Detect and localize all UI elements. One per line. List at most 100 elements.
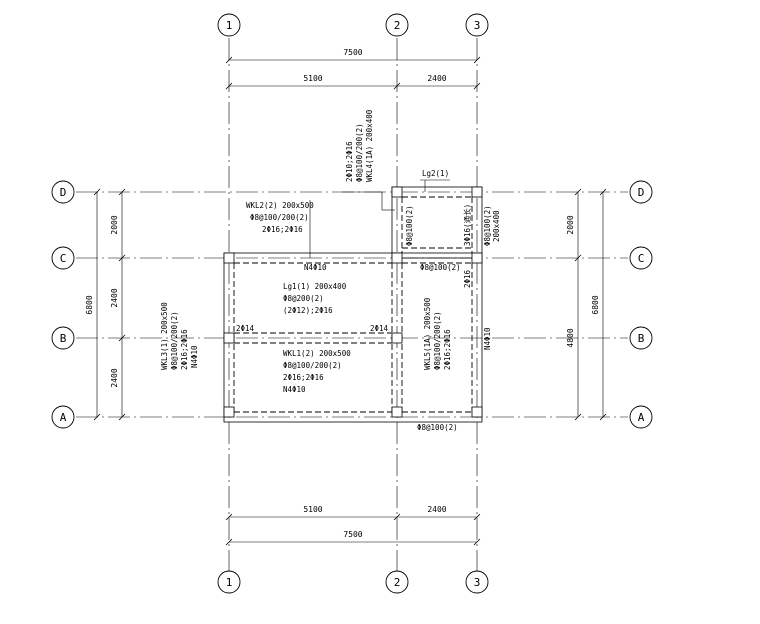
wkl1-line3: 2Φ16;2Φ16 (283, 373, 324, 382)
dim-left-cb: 2400 (110, 288, 119, 307)
dim-top-span-12: 5100 (303, 74, 322, 83)
column-3c (471, 252, 483, 264)
axis-label-b-left: B (60, 332, 67, 345)
axis-bubble-b-right: B (629, 326, 653, 350)
wkl5-line1: WKL5(1A) 200x500 (423, 297, 432, 370)
lg1-line3: (2Φ12);2Φ16 (283, 306, 333, 315)
dimension-bottom: 5100 2400 7500 (225, 505, 481, 546)
two-phi14-left: 2Φ14 (236, 324, 255, 333)
axis-bubble-d-left: D (51, 180, 75, 204)
annotations: 2Φ10;2Φ16 Φ8@100/200(2) WKL4(1A) 200x400… (160, 109, 501, 432)
column-2d (391, 186, 403, 198)
dim-right-total: 6800 (591, 295, 600, 314)
wkl4-line1: 2Φ10;2Φ16 (345, 141, 354, 182)
wkl4-right-stirrup: Φ8@100(2) (483, 205, 492, 246)
n4-axis-3: N4Φ10 (483, 327, 492, 350)
column-3d (471, 186, 483, 198)
axis-grid (76, 38, 628, 572)
axis-bubble-3-bottom: 3 (465, 570, 489, 594)
axis-bubble-c-right: C (629, 246, 653, 270)
column-2b (391, 332, 403, 344)
wkl3-line2: Φ8@100/200(2) (170, 311, 179, 370)
wkl5-line3: 2Φ16;2Φ16 (443, 329, 452, 370)
wkl3-line3: 2Φ16;2Φ16 (180, 329, 189, 370)
axis-bubble-d-right: D (629, 180, 653, 204)
dim-left-total: 6800 (85, 295, 94, 314)
axis-bubble-3-top: 3 (465, 13, 489, 37)
axis-bubble-2-bottom: 2 (385, 570, 409, 594)
columns (223, 186, 483, 418)
column-2c (391, 252, 403, 264)
wkl3-annotation: WKL3(1) 200x500 Φ8@100/200(2) 2Φ16;2Φ16 … (160, 302, 199, 370)
dim-left-ba: 2400 (110, 368, 119, 387)
axis-label-b-right: B (638, 332, 645, 345)
lg1-line1: Lg1(1) 200x400 (283, 282, 347, 291)
axis-label-1-bottom: 1 (226, 576, 233, 589)
dimension-right: 2000 4800 6800 (566, 188, 607, 421)
axis-bubble-a-left: A (51, 405, 75, 429)
wkl4-annotation: 2Φ10;2Φ16 Φ8@100/200(2) WKL4(1A) 200x400 (345, 109, 374, 182)
wkl5-line2: Φ8@100/200(2) (433, 311, 442, 370)
axis-label-c-left: C (60, 252, 67, 265)
n4-axis-c: N4Φ10 (304, 263, 327, 272)
wkl1-annotation: WKL1(2) 200x500 Φ8@100/200(2) 2Φ16;2Φ16 … (283, 349, 351, 394)
dim-right-dc: 2000 (566, 215, 575, 234)
leaders (309, 179, 450, 258)
axis-bubble-b-left: B (51, 326, 75, 350)
axis-label-1-top: 1 (226, 19, 233, 32)
wkl1-line1: WKL1(2) 200x500 (283, 349, 351, 358)
dim-top-span-23: 2400 (427, 74, 446, 83)
axis-label-a-left: A (60, 411, 67, 424)
two-phi16: 2Φ16 (463, 269, 472, 288)
lg2-label: Lg2(1) (422, 169, 449, 178)
dim-bottom-span-12: 5100 (303, 505, 322, 514)
wkl1-line4: N4Φ10 (283, 385, 306, 394)
axis-bubble-a-right: A (629, 405, 653, 429)
dimension-top: 7500 5100 2400 (225, 48, 481, 90)
wkl3-line1: WKL3(1) 200x500 (160, 302, 169, 370)
dim-bottom-span-23: 2400 (427, 505, 446, 514)
axis-label-3-top: 3 (474, 19, 481, 32)
column-3a (471, 406, 483, 418)
axis-bubble-c-left: C (51, 246, 75, 270)
lg1-line2: Φ8@200(2) (283, 294, 324, 303)
stirrup-axis-a: Φ8@100(2) (417, 423, 458, 432)
wkl4-right-size: 200x400 (492, 210, 501, 242)
axis-bubble-1-top: 1 (217, 13, 241, 37)
axis-label-3-bottom: 3 (474, 576, 481, 589)
two-phi14-right: 2Φ14 (370, 324, 389, 333)
wkl2-annotation: WKL2(2) 200x500 Φ8@100/200(2) 2Φ16;2Φ16 (246, 201, 314, 234)
dim-right-ca: 4800 (566, 328, 575, 347)
stair-outline (391, 186, 483, 259)
column-1b (223, 332, 235, 344)
wkl4-line2: Φ8@100/200(2) (355, 123, 364, 182)
column-2a (391, 406, 403, 418)
wkl4-rebar-right: 3Φ16(通长) (462, 204, 472, 246)
column-1c (223, 252, 235, 264)
wkl5-annotation: WKL5(1A) 200x500 Φ8@100/200(2) 2Φ16;2Φ16 (423, 297, 452, 370)
wkl4-rebar-left: Φ8@100(2) (405, 205, 414, 246)
wkl3-line4: N4Φ10 (190, 345, 199, 368)
wkl2-line3: 2Φ16;2Φ16 (262, 225, 303, 234)
axis-label-d-right: D (638, 186, 645, 199)
axis-bubble-2-top: 2 (385, 13, 409, 37)
wkl2-line1: WKL2(2) 200x500 (246, 201, 314, 210)
wkl4-line3: WKL4(1A) 200x400 (365, 109, 374, 182)
dim-top-total: 7500 (343, 48, 362, 57)
axis-bubble-1-bottom: 1 (217, 570, 241, 594)
beam-outlines (223, 186, 483, 423)
column-1a (223, 406, 235, 418)
dimension-left: 6800 2000 2400 2400 (85, 188, 126, 421)
axis-bubbles: 1 2 3 1 2 3 D C (51, 13, 653, 594)
dim-bottom-total: 7500 (343, 530, 362, 539)
lg1-annotation: Lg1(1) 200x400 Φ8@200(2) (2Φ12);2Φ16 (283, 282, 347, 315)
axis-label-d-left: D (60, 186, 67, 199)
stirrup-axis-c: Φ8@100(2) (420, 263, 461, 272)
axis-label-2-bottom: 2 (394, 576, 401, 589)
axis-label-c-right: C (638, 252, 645, 265)
dim-left-dc: 2000 (110, 215, 119, 234)
axis-label-2-top: 2 (394, 19, 401, 32)
wkl2-line2: Φ8@100/200(2) (250, 213, 309, 222)
axis-label-a-right: A (638, 411, 645, 424)
